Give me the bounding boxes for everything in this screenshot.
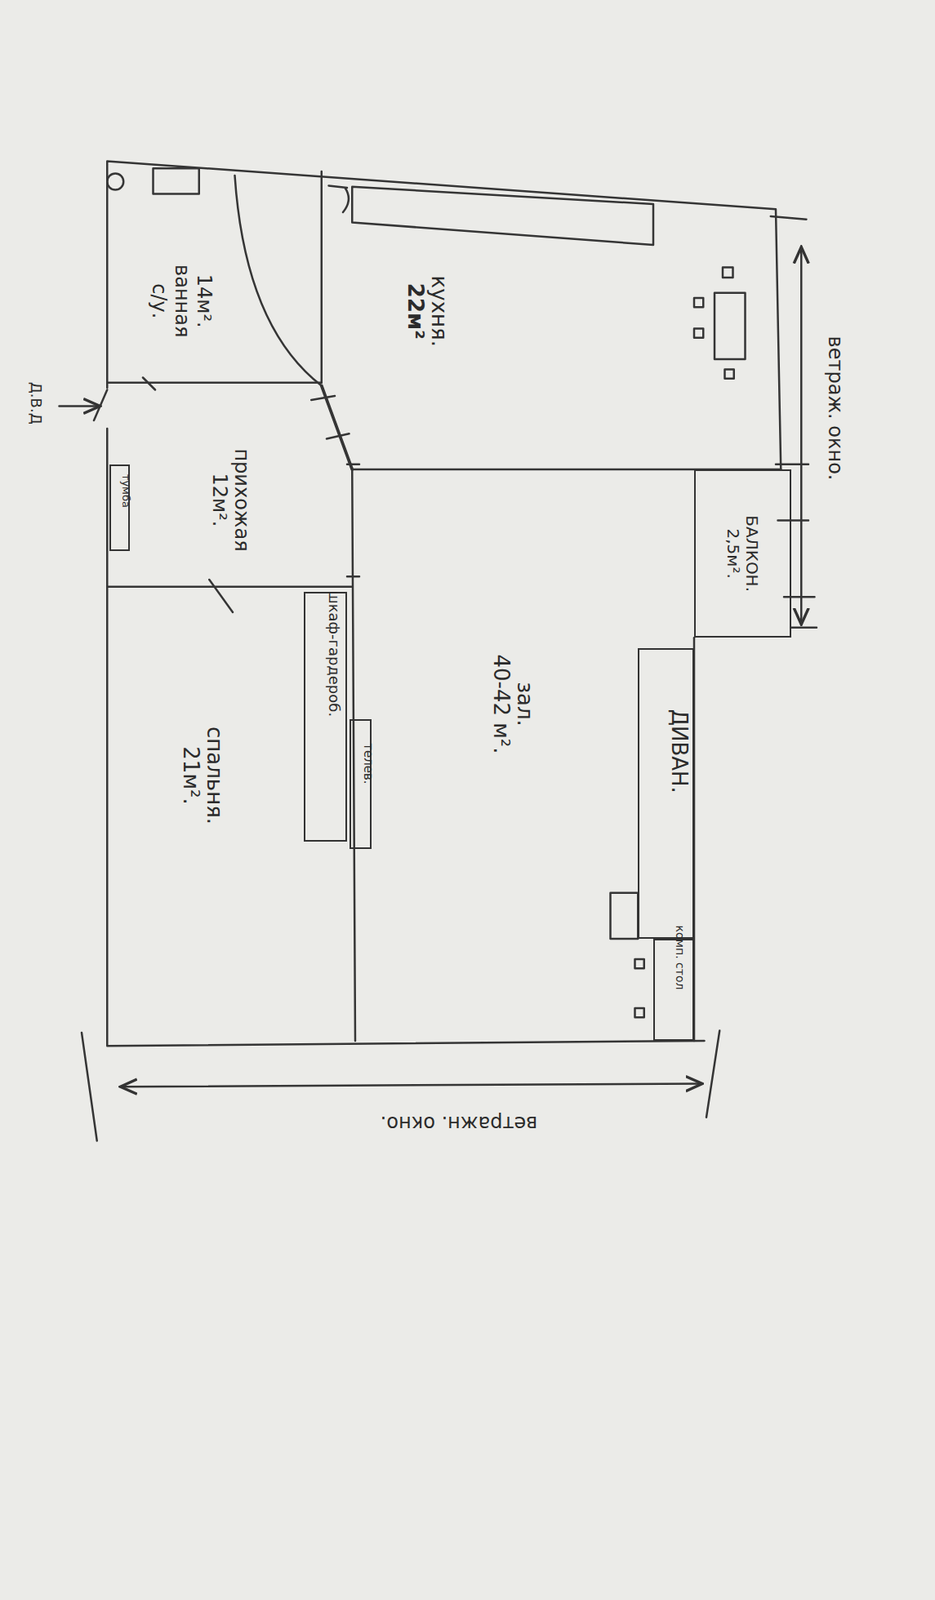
- room-label: 12м².: [207, 473, 231, 528]
- desk-box: комп. стол: [653, 939, 695, 1042]
- room-label: 21м².: [178, 746, 203, 805]
- partition-wall: [320, 171, 324, 383]
- furniture-label: телев.: [360, 743, 375, 784]
- text-group: шкаф-гардероб.: [325, 590, 343, 717]
- chair-symbol: [635, 959, 645, 969]
- furniture-label: тумба: [119, 474, 132, 508]
- dimension-tick: [770, 216, 817, 628]
- text-group: тумба: [119, 474, 132, 508]
- room-label: спальня.: [202, 726, 228, 825]
- bedroom-room: спальня.21м². шкаф-гардероб.: [106, 587, 352, 1047]
- shower-curve: [235, 175, 322, 387]
- text-group: прихожая12м².: [207, 448, 253, 552]
- furniture-label: БАЛКОН.: [742, 515, 762, 593]
- tv-box: телев.: [349, 719, 372, 850]
- sink-symbol: [329, 186, 349, 214]
- furniture-label: 2,5м².: [723, 515, 743, 593]
- outer-wall: [106, 428, 704, 1047]
- room-label: 40-42 м².: [488, 654, 513, 754]
- furniture-label: ДИВАН.: [666, 709, 691, 794]
- dimension-tick: [81, 1031, 720, 1142]
- window-note: ветражн. окно.: [380, 1111, 539, 1135]
- text-group: зал.40-42 м².: [488, 654, 538, 754]
- room-label: 14м².: [192, 274, 216, 329]
- wardrobe-box: шкаф-гардероб.: [304, 592, 348, 842]
- chair-symbol: [725, 369, 735, 379]
- dimension-line: [120, 1084, 704, 1088]
- hallway-room: прихожая12м². тумба: [106, 382, 352, 588]
- text-group: кухня.22м²: [402, 276, 452, 348]
- room-label: кухня.: [427, 276, 452, 348]
- burner-symbol: [722, 267, 734, 279]
- text-group: спальня.21м².: [178, 726, 228, 825]
- partition-wall: [351, 469, 356, 1042]
- text-group: комп. стол: [673, 925, 687, 990]
- door-tick: [142, 378, 360, 614]
- text-group: БАЛКОН.2,5м².: [723, 515, 762, 593]
- outer-wall: [106, 161, 781, 471]
- bath-fixture: [153, 168, 200, 194]
- entrance-arrow: [59, 405, 101, 408]
- entrance-note: Д.В.Д: [26, 382, 45, 425]
- sofa-box: ДИВАН.: [637, 648, 695, 940]
- furniture-label: шкаф-гардероб.: [325, 590, 343, 717]
- chair-symbol: [694, 298, 704, 308]
- room-label: зал.: [512, 681, 538, 727]
- stove-symbol: [714, 293, 746, 360]
- text-group: телев.: [360, 743, 375, 784]
- room-label: 22м²: [402, 283, 428, 340]
- chair-symbol: [635, 1008, 645, 1018]
- window-note: ветраж. окно.: [823, 336, 847, 481]
- partition-wall: [106, 382, 322, 385]
- text-group: 14м².ваннаяс/у.: [147, 264, 216, 338]
- room-label: ванная: [170, 264, 194, 338]
- text-group: ДИВАН.: [666, 709, 691, 794]
- door-tick: [311, 396, 349, 440]
- cabinet-box: тумба: [109, 464, 130, 552]
- living-room: зал.40-42 м². ДИВАН. комп. стол телев.: [351, 469, 695, 1044]
- chair-symbol: [694, 329, 704, 339]
- kitchen-counter: [351, 187, 654, 245]
- partition-wall: [106, 586, 352, 589]
- kitchen-room: кухня.22м²: [321, 183, 782, 470]
- furniture-label: комп. стол: [673, 925, 687, 990]
- sofa-notch: [610, 893, 639, 940]
- dimension-line: [800, 247, 803, 626]
- room-label: прихожая: [229, 448, 253, 552]
- toilet-symbol: [106, 173, 124, 191]
- bathroom-room: 14м².ваннаяс/у.: [106, 163, 322, 383]
- room-label: с/у.: [147, 283, 171, 319]
- balcony-box: БАЛКОН.2,5м².: [694, 469, 792, 638]
